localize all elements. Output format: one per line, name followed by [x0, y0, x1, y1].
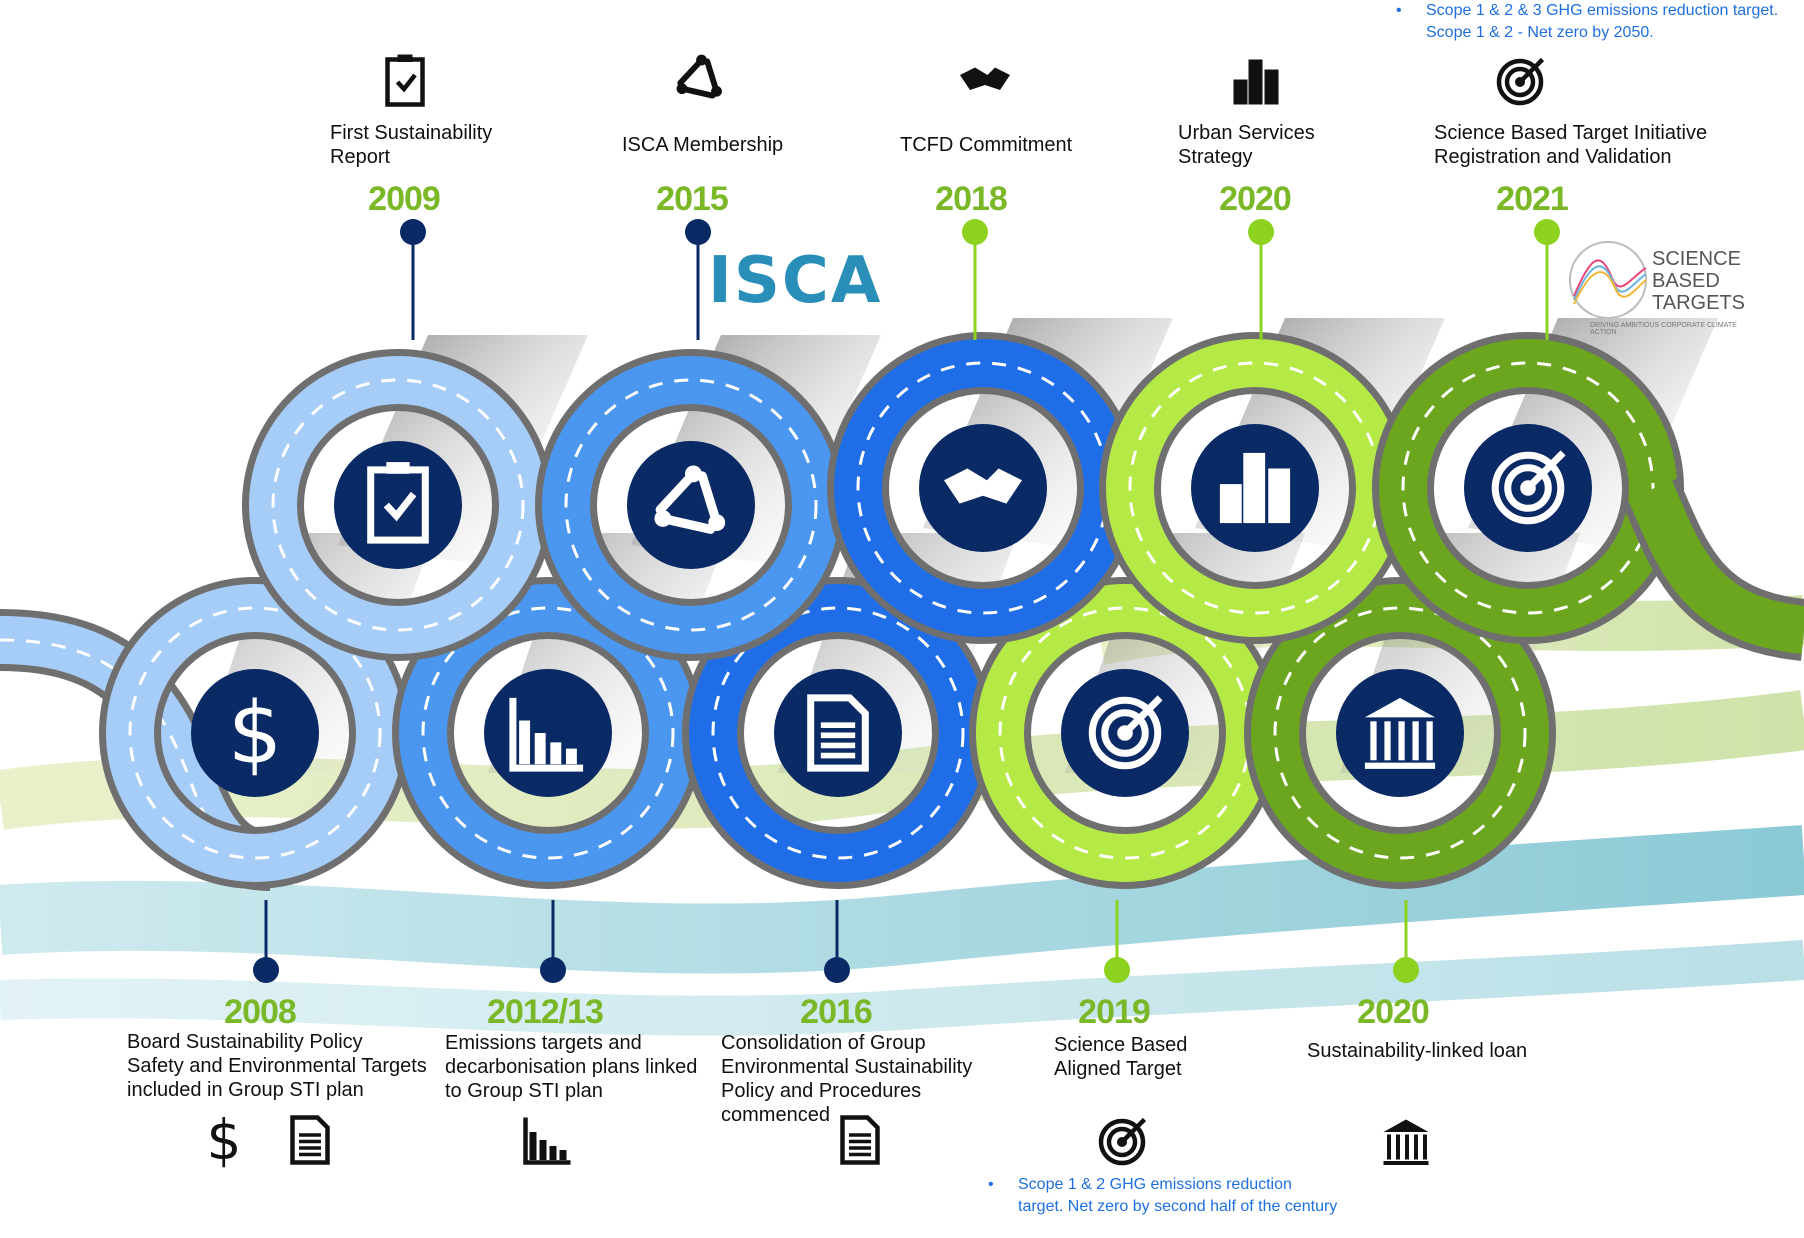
year-2016: 2016 [800, 993, 873, 1031]
road-loop-dash [564, 378, 818, 632]
dollar-icon: $ [228, 684, 283, 784]
pin-dot [253, 957, 279, 983]
icon-circle [627, 441, 755, 569]
icon-circle [191, 669, 319, 797]
pin-dot [400, 219, 426, 245]
clipboard-icon [367, 462, 429, 544]
year-2008: 2008 [224, 993, 297, 1031]
document-icon [290, 1115, 330, 1165]
svg-text:$: $ [207, 1108, 242, 1172]
year-2019: 2019 [1078, 993, 1151, 1031]
bottom-note: •Scope 1 & 2 GHG emissions reduction tar… [988, 1176, 1338, 1215]
year-2020-top: 2020 [1219, 180, 1292, 218]
top-note: •Scope 1 & 2 & 3 GHG emissions reduction… [1396, 2, 1779, 41]
label-2019: Science Based Aligned Target [1054, 1034, 1188, 1080]
pin-dot [824, 957, 850, 983]
pin-dot [1393, 957, 1419, 983]
road-loop-dash [1273, 606, 1527, 860]
label-2015: ISCA Membership [622, 134, 784, 156]
dollar-icon: $ [207, 1108, 242, 1172]
year-2015: 2015 [656, 180, 729, 218]
road-icon-circles: $ [191, 424, 1592, 797]
year-2009: 2009 [368, 180, 441, 218]
target-icon [1088, 695, 1163, 770]
target-icon [1496, 57, 1545, 106]
svg-text:$: $ [228, 684, 283, 784]
icon-circle [334, 441, 462, 569]
road-path [0, 318, 1804, 891]
pin-dot [1534, 219, 1560, 245]
buildings-icon [1233, 59, 1279, 105]
handshake-icon [944, 468, 1022, 504]
buildings-icon [1219, 452, 1291, 524]
pin-dot [540, 957, 566, 983]
year-2020-bottom: 2020 [1357, 993, 1430, 1031]
icon-circle [484, 669, 612, 797]
handshake-icon [960, 67, 1010, 90]
label-2020-bottom: Sustainability-linked loan [1307, 1040, 1528, 1062]
year-2021: 2021 [1496, 180, 1569, 218]
year-2012-13: 2012/13 [487, 993, 604, 1031]
pin-dot [1248, 219, 1274, 245]
pin-dot [1104, 957, 1130, 983]
label-2012-13: Emissions targets and decarbonisation pl… [445, 1032, 698, 1102]
recycle-icon [654, 465, 726, 534]
label-2016: Consolidation of Group Environmental Sus… [721, 1032, 973, 1126]
road-loop-dash [1401, 361, 1655, 615]
pin-dot [685, 219, 711, 245]
chart-down-icon [509, 697, 584, 772]
isca-logo: ISCA [708, 244, 883, 318]
road-loop-dash [271, 378, 525, 632]
road-loop-dash [711, 606, 965, 860]
road-loop-dash [421, 606, 675, 860]
recycle-icon [676, 54, 722, 99]
label-2008: Board Sustainability Policy Safety and E… [127, 1031, 427, 1101]
target-icon [1491, 450, 1566, 525]
chart-down-icon [523, 1117, 571, 1165]
small-icons: $ [207, 54, 1545, 1172]
milestone-pins [253, 219, 1560, 983]
bank-icon [1383, 1119, 1429, 1165]
year-2018: 2018 [935, 180, 1008, 218]
label-2018: TCFD Commitment [900, 134, 1073, 156]
pin-dot [962, 219, 988, 245]
sbt-wave-icon [1569, 241, 1647, 318]
road-loop-dash [128, 606, 382, 860]
target-icon [1098, 1117, 1147, 1166]
document-icon [807, 694, 869, 772]
bank-icon [1364, 697, 1436, 769]
clipboard-icon [385, 54, 425, 107]
document-icon [840, 1115, 880, 1165]
road-exit [1627, 480, 1804, 654]
